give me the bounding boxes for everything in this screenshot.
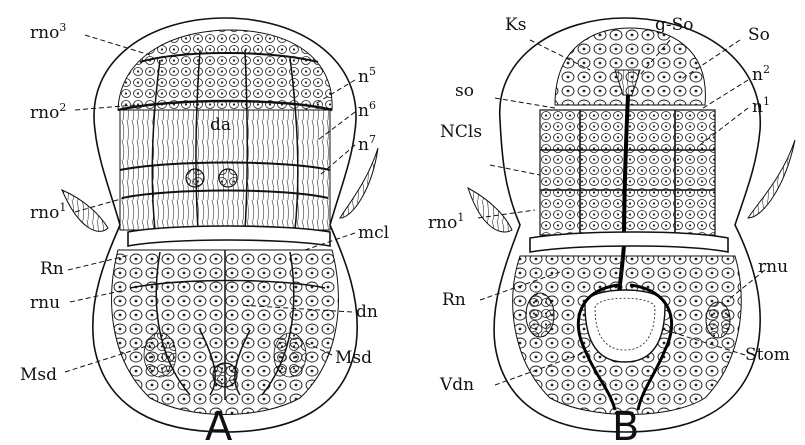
panel-a-label-da: da <box>210 115 231 135</box>
panel-b-left-appendage <box>468 188 512 232</box>
panel-b-label-n2: n2 <box>752 63 770 85</box>
panel-b-label-n1: n1 <box>752 95 770 117</box>
panel-a-letter: A <box>205 404 233 445</box>
panel-a-label-msd-right: Msd <box>335 348 372 368</box>
panel-a-right-appendage <box>340 148 378 218</box>
panel-b-label-so: so <box>455 81 474 101</box>
panel-a-label-dn: dn <box>356 302 378 322</box>
panel-b-label-ncls: NCls <box>440 122 482 142</box>
panel-a-label-rnu: rnu <box>30 293 60 313</box>
panel-a-ring-nerve-rn <box>128 226 330 246</box>
panel-b-label-stom: Stom <box>745 345 790 365</box>
panel-a-label-msd-left: Msd <box>20 365 57 385</box>
panel-a-label-n6: n6 <box>358 99 376 121</box>
panel-b-label-so-upper: So <box>748 25 770 45</box>
panel-a-label-n7: n7 <box>358 133 376 155</box>
panel-b-label-g-so: g-So <box>655 15 694 35</box>
panel-b-right-appendage <box>748 140 795 218</box>
panel-a-msd-left-cluster <box>144 333 176 377</box>
panel-a-left-appendage <box>62 190 108 231</box>
panel-a <box>62 18 378 432</box>
panel-a-label-n5: n5 <box>358 65 376 87</box>
panel-b-label-vdn: Vdn <box>439 375 474 395</box>
panel-b-letter: B <box>612 404 639 445</box>
panel-b-right-ganglion <box>706 302 730 338</box>
panel-b <box>468 18 795 432</box>
panel-b-label-rnu: rnu <box>758 257 788 277</box>
panel-a-upper-dome <box>118 30 332 110</box>
panel-a-msd-right-cluster <box>274 333 306 377</box>
panel-b-label-rn: Rn <box>442 290 466 310</box>
panel-b-label-rno1: rno1 <box>428 211 464 233</box>
panel-a-label-mcl: mcl <box>358 223 389 243</box>
panel-a-label-rno1: rno1 <box>30 201 66 223</box>
panel-b-label-ks: Ks <box>505 15 526 35</box>
panel-b-left-ganglion <box>526 293 554 337</box>
panel-a-label-rno2: rno2 <box>30 101 66 123</box>
panel-a-bottom-ganglion <box>213 363 237 387</box>
panel-b-ring-nerve-rn <box>530 232 728 252</box>
panel-a-label-rno3: rno3 <box>30 21 66 43</box>
panel-a-label-rn: Rn <box>40 259 64 279</box>
